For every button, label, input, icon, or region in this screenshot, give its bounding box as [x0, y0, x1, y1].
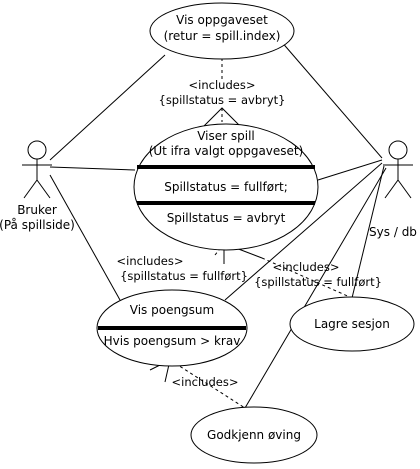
actor-user-head [27, 140, 47, 160]
include-abort-stereotype: <includes> [189, 78, 256, 92]
usecase-show-taskset-return: (retur = spill.index) [164, 29, 281, 43]
assoc-user-show-game [49, 166, 136, 171]
usecase-show-score-title: Vis poengsum [130, 303, 214, 317]
usecase-show-game-title: Viser spill [197, 129, 255, 143]
include-save-line [261, 257, 353, 299]
include-save-condition: {spillstatus = fullført} [254, 275, 382, 289]
assoc-user-show-taskset [49, 54, 166, 161]
include-abort-condition: {spillstatus = avbryt} [159, 93, 286, 107]
usecase-show-taskset [149, 2, 295, 60]
include-score-condition: {spillstatus = fullført} [120, 269, 248, 283]
usecase-show-taskset-title: Vis oppgaveset [176, 13, 268, 27]
actor-system [383, 140, 413, 199]
include-abort-arrowhead [203, 107, 241, 127]
usecase-show-score-condition: Hvis poengsum > krav [104, 334, 241, 348]
usecase-save-session [289, 296, 415, 352]
usecase-save-session-title: Lagre sesjon [314, 317, 390, 331]
assoc-system-show-taskset [279, 39, 383, 159]
include-dependencies [149, 58, 353, 409]
associations [49, 39, 387, 409]
include-approve-stereotype: <includes> [172, 375, 239, 389]
assoc-system-show-game [317, 159, 383, 181]
usecase-approve-exercise [190, 406, 318, 464]
actor-user [22, 140, 52, 199]
usecase-show-game-section-done: Spillstatus = fullført; [164, 180, 288, 194]
include-score-stereotype: <includes> [117, 254, 184, 268]
actor-system-name: Sys / db [369, 225, 417, 239]
assoc-system-save-session [351, 165, 385, 299]
actor-system-head [388, 140, 408, 160]
usecase-show-game [133, 123, 319, 251]
assoc-user-show-score [49, 174, 121, 301]
include-score-line [214, 245, 223, 256]
include-save-stereotype: <includes> [273, 260, 340, 274]
usecase-approve-exercise-title: Godkjenn øving [207, 428, 301, 442]
usecase-show-game-subtitle: (Ut ifra valgt oppgaveset) [149, 144, 304, 158]
actor-user-context: (På spillside) [0, 218, 75, 232]
assoc-system-show-score [224, 162, 383, 301]
include-approve-line [169, 359, 246, 409]
usecase-show-game-section-abort: Spillstatus = avbryt [167, 211, 286, 225]
actor-user-name: Bruker [17, 203, 57, 217]
assoc-system-approve-exercise [244, 167, 387, 409]
